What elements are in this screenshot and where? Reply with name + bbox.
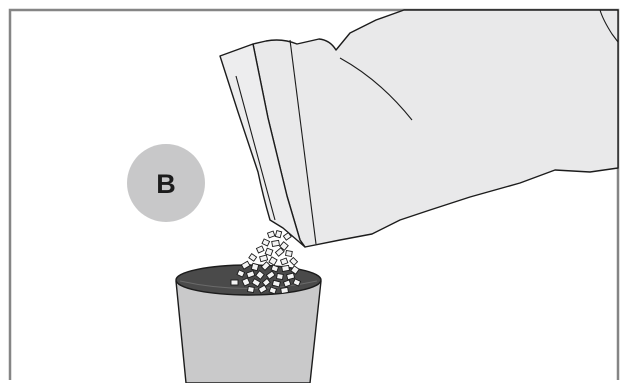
step-badge: B bbox=[127, 144, 205, 222]
cup-body bbox=[176, 281, 321, 383]
bag-body bbox=[253, 10, 618, 247]
step-label: B bbox=[156, 169, 176, 199]
bag-icon bbox=[220, 10, 618, 247]
